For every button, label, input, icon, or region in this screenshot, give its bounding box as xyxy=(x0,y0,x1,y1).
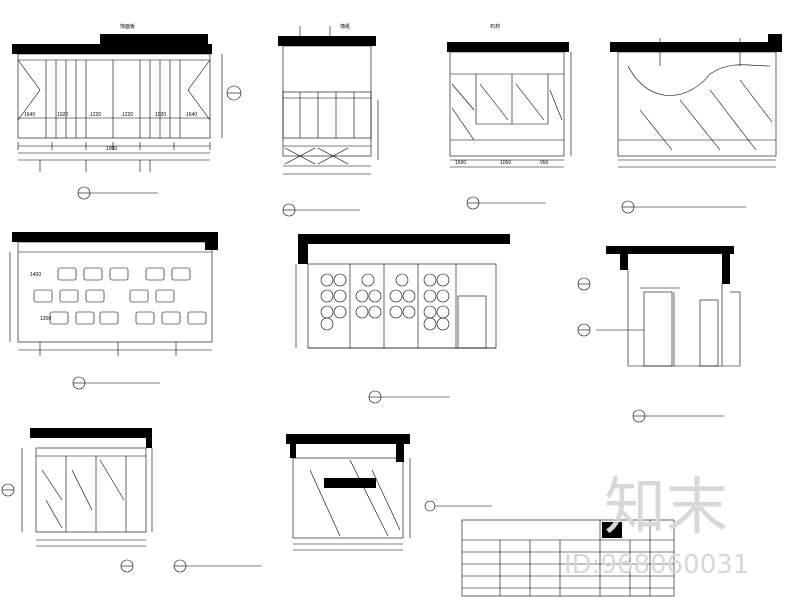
elevation-5-dims: 1400 1200 xyxy=(30,272,51,322)
dim-label: 1640 xyxy=(24,112,35,118)
callout-label: 墙纸 xyxy=(340,23,350,30)
dim-label: 1500 xyxy=(455,160,466,166)
dim-label: 1020 xyxy=(57,112,68,118)
dim-label: 1020 xyxy=(155,112,166,118)
watermark-id: ID:968060031 xyxy=(564,550,749,580)
elevation-1 xyxy=(12,34,242,200)
elevation-3 xyxy=(447,42,572,210)
dim-label: 2400 xyxy=(106,48,117,54)
dim-label: 1050 xyxy=(500,160,511,166)
elevation-2 xyxy=(278,26,379,217)
watermark-brand: 知末 xyxy=(604,470,728,543)
elevation-4 xyxy=(610,34,782,214)
material-labels: 饰面板 墙纸 石材 xyxy=(120,23,500,30)
callout-label: 石材 xyxy=(490,23,500,30)
title-block xyxy=(461,519,675,597)
dim-label: 1000 xyxy=(106,146,117,152)
dim-label: 950 xyxy=(540,160,549,166)
elevation-7 xyxy=(577,246,741,423)
elevation-5 xyxy=(9,232,218,390)
dim-label: 1220 xyxy=(90,112,101,118)
elevation-3-dims: 1500 1050 950 xyxy=(455,160,549,166)
dim-label: 1400 xyxy=(30,272,41,278)
dim-label: 1640 xyxy=(186,112,197,118)
watermark: 知末 ID:968060031 xyxy=(564,470,749,580)
elevation-1-dims: 1640 1020 1220 1220 1020 1640 2400 1000 xyxy=(24,48,197,152)
elevation-9 xyxy=(286,434,492,551)
dim-label: 1200 xyxy=(40,316,51,322)
callout-label: 饰面板 xyxy=(120,23,135,30)
dim-label: 1220 xyxy=(122,112,133,118)
elevation-6 xyxy=(295,234,510,404)
elevation-8 xyxy=(1,428,262,573)
